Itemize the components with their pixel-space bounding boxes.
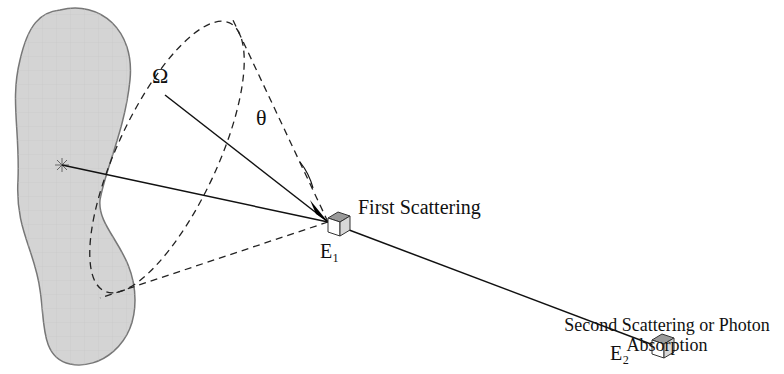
compton-cone xyxy=(59,2,328,313)
angle-wedge xyxy=(310,200,328,222)
axis-label: Ω xyxy=(152,64,168,88)
event-label: Second Scattering or Photon Absorption xyxy=(554,316,780,356)
source-object xyxy=(15,8,135,365)
detector-cube xyxy=(328,212,350,236)
energy-label: E₁ xyxy=(320,240,339,262)
photon-paths xyxy=(62,95,656,346)
event-label: First Scattering xyxy=(358,196,481,218)
angle-label: θ xyxy=(256,106,267,130)
energy-label: E₂ xyxy=(610,342,629,364)
